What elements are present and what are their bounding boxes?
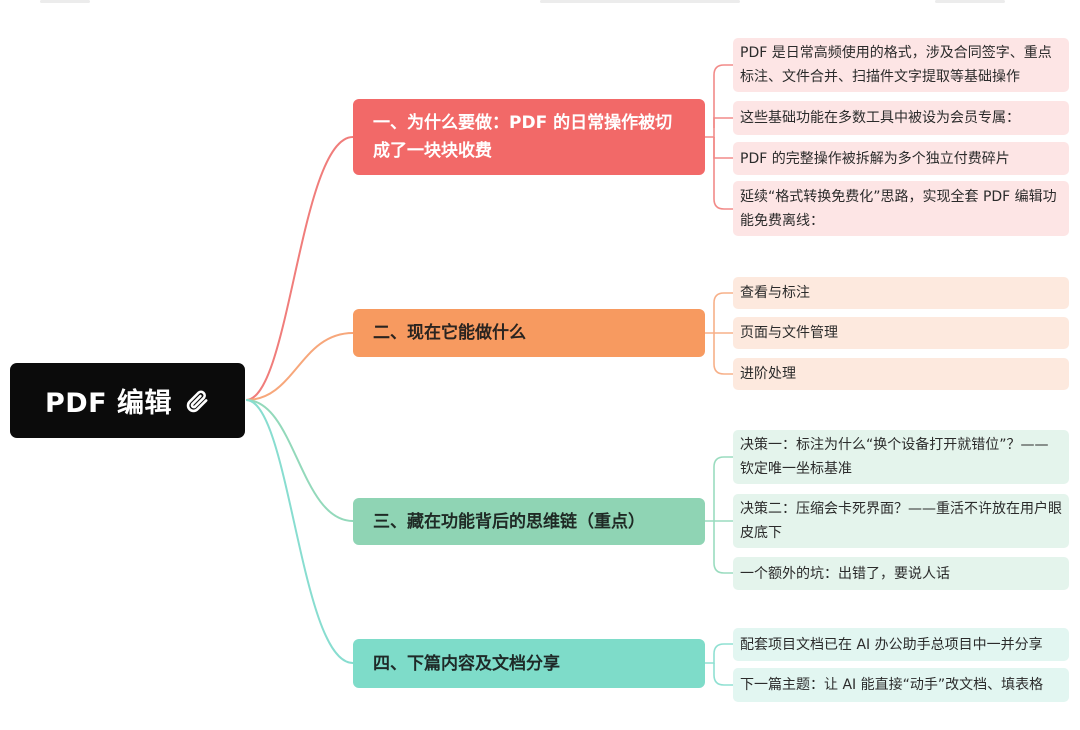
branch-why[interactable]: 一、为什么要做：PDF 的日常操作被切成了一块块收费 <box>353 99 705 175</box>
leaf-text: 延续“格式转换免费化”思路，实现全套 PDF 编辑功能免费离线： <box>740 188 1057 229</box>
branch-next[interactable]: 四、下篇内容及文档分享 <box>353 639 705 688</box>
leaf-node[interactable]: 一个额外的坑：出错了，要说人话 <box>733 557 1069 590</box>
leaf-text: 配套项目文档已在 AI 办公助手总项目中一并分享 <box>740 636 1043 653</box>
link-b4-leaf2 <box>713 663 733 686</box>
leaf-text: PDF 的完整操作被拆解为多个独立付费碎片 <box>740 150 1010 167</box>
leaf-node[interactable]: 进阶处理 <box>733 358 1069 390</box>
leaf-node[interactable]: 下一篇主题：让 AI 能直接“动手”改文档、填表格 <box>733 668 1069 702</box>
top-edge-bar-right <box>935 0 1005 3</box>
link-root-branch4 <box>245 399 354 664</box>
leaf-node[interactable]: PDF 是日常高频使用的格式，涉及合同签字、重点标注、文件合并、扫描件文字提取等… <box>733 38 1069 92</box>
leaf-node[interactable]: 查看与标注 <box>733 277 1069 309</box>
leaf-text: 决策一：标注为什么“换个设备打开就错位”？——钦定唯一坐标基准 <box>740 437 1049 477</box>
top-edge-bar-center <box>540 0 740 3</box>
leaf-text: PDF 是日常高频使用的格式，涉及合同签字、重点标注、文件合并、扫描件文字提取等… <box>740 45 1052 85</box>
branch-label: 四、下篇内容及文档分享 <box>373 653 560 674</box>
leaf-node[interactable]: 决策一：标注为什么“换个设备打开就错位”？——钦定唯一坐标基准 <box>733 430 1069 484</box>
root-title: PDF 编辑 <box>44 388 173 419</box>
link-root-branch1 <box>245 136 354 401</box>
branch-label: 三、藏在功能背后的思维链（重点） <box>373 511 645 532</box>
paperclip-icon <box>184 388 210 414</box>
leaf-node[interactable]: 页面与文件管理 <box>733 317 1069 349</box>
root-node[interactable]: PDF 编辑 <box>10 363 245 438</box>
leaf-node[interactable]: 决策二：压缩会卡死界面？——重活不许放在用户眼皮底下 <box>733 494 1069 548</box>
link-b1-leaf3 <box>713 137 733 159</box>
link-b1-leaf1 <box>705 64 733 138</box>
link-root-branch3 <box>245 399 354 522</box>
link-b3-leaf1 <box>705 456 733 522</box>
branch-label: 二、现在它能做什么 <box>373 323 526 343</box>
leaf-text: 页面与文件管理 <box>740 325 838 341</box>
top-edge-bar-left <box>40 0 90 3</box>
leaf-node[interactable]: 配套项目文档已在 AI 办公助手总项目中一并分享 <box>733 628 1069 661</box>
leaf-node[interactable]: 这些基础功能在多数工具中被设为会员专属： <box>733 101 1069 135</box>
leaf-text: 下一篇主题：让 AI 能直接“动手”改文档、填表格 <box>740 677 1044 693</box>
link-b1-leaf2 <box>713 117 733 128</box>
leaf-node[interactable]: PDF 的完整操作被拆解为多个独立付费碎片 <box>733 142 1069 175</box>
link-b2-leaf1 <box>705 292 733 334</box>
branch-reasoning[interactable]: 三、藏在功能背后的思维链（重点） <box>353 498 705 545</box>
leaf-text: 决策二：压缩会卡死界面？——重活不许放在用户眼皮底下 <box>740 501 1062 541</box>
leaf-node[interactable]: 延续“格式转换免费化”思路，实现全套 PDF 编辑功能免费离线： <box>733 181 1069 236</box>
link-b2-leaf3 <box>713 333 733 375</box>
branch-label: 一、为什么要做：PDF 的日常操作被切成了一块块收费 <box>373 113 673 161</box>
leaf-text: 这些基础功能在多数工具中被设为会员专属： <box>740 110 1020 126</box>
link-b1-leaf4 <box>713 137 733 210</box>
leaf-text: 一个额外的坑：出错了，要说人话 <box>740 565 950 582</box>
leaf-text: 进阶处理 <box>740 366 796 382</box>
link-b3-leaf3 <box>713 521 733 574</box>
leaf-text: 查看与标注 <box>740 285 810 301</box>
link-root-branch2 <box>245 332 354 401</box>
link-b4-leaf1 <box>705 643 733 664</box>
branch-what-it-does[interactable]: 二、现在它能做什么 <box>353 309 705 357</box>
